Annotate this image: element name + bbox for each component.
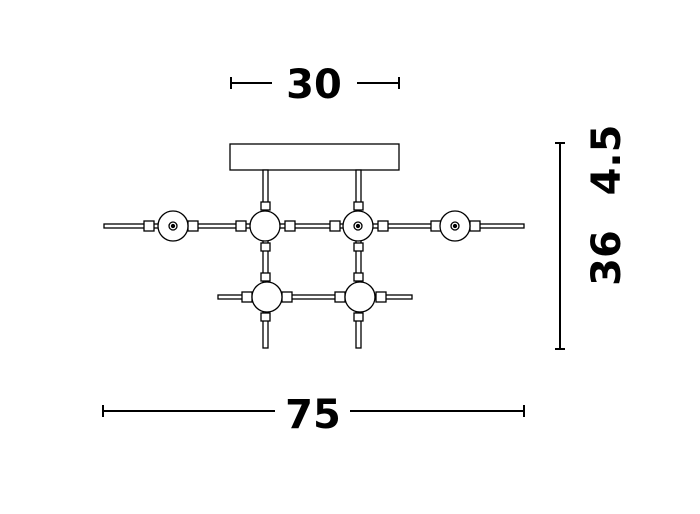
top-width-dimension [230, 77, 400, 89]
ceiling-canopy [229, 143, 400, 171]
total-height-label: 36 [584, 230, 630, 286]
lamp-disc [439, 210, 471, 242]
total-width-label: 75 [285, 392, 341, 438]
upper-bar [103, 223, 525, 229]
junction-sphere [249, 210, 281, 242]
lamp-disc [157, 210, 189, 242]
junction-sphere [344, 281, 376, 313]
height-dimension [555, 142, 565, 350]
junction-sphere [251, 281, 283, 313]
canopy-height-label: 4.5 [584, 125, 630, 196]
top-width-label: 30 [286, 62, 342, 108]
total-width-dimension [102, 405, 525, 417]
junction-sphere [342, 210, 374, 242]
lower-bar [217, 294, 413, 300]
light-fixture [103, 143, 525, 349]
